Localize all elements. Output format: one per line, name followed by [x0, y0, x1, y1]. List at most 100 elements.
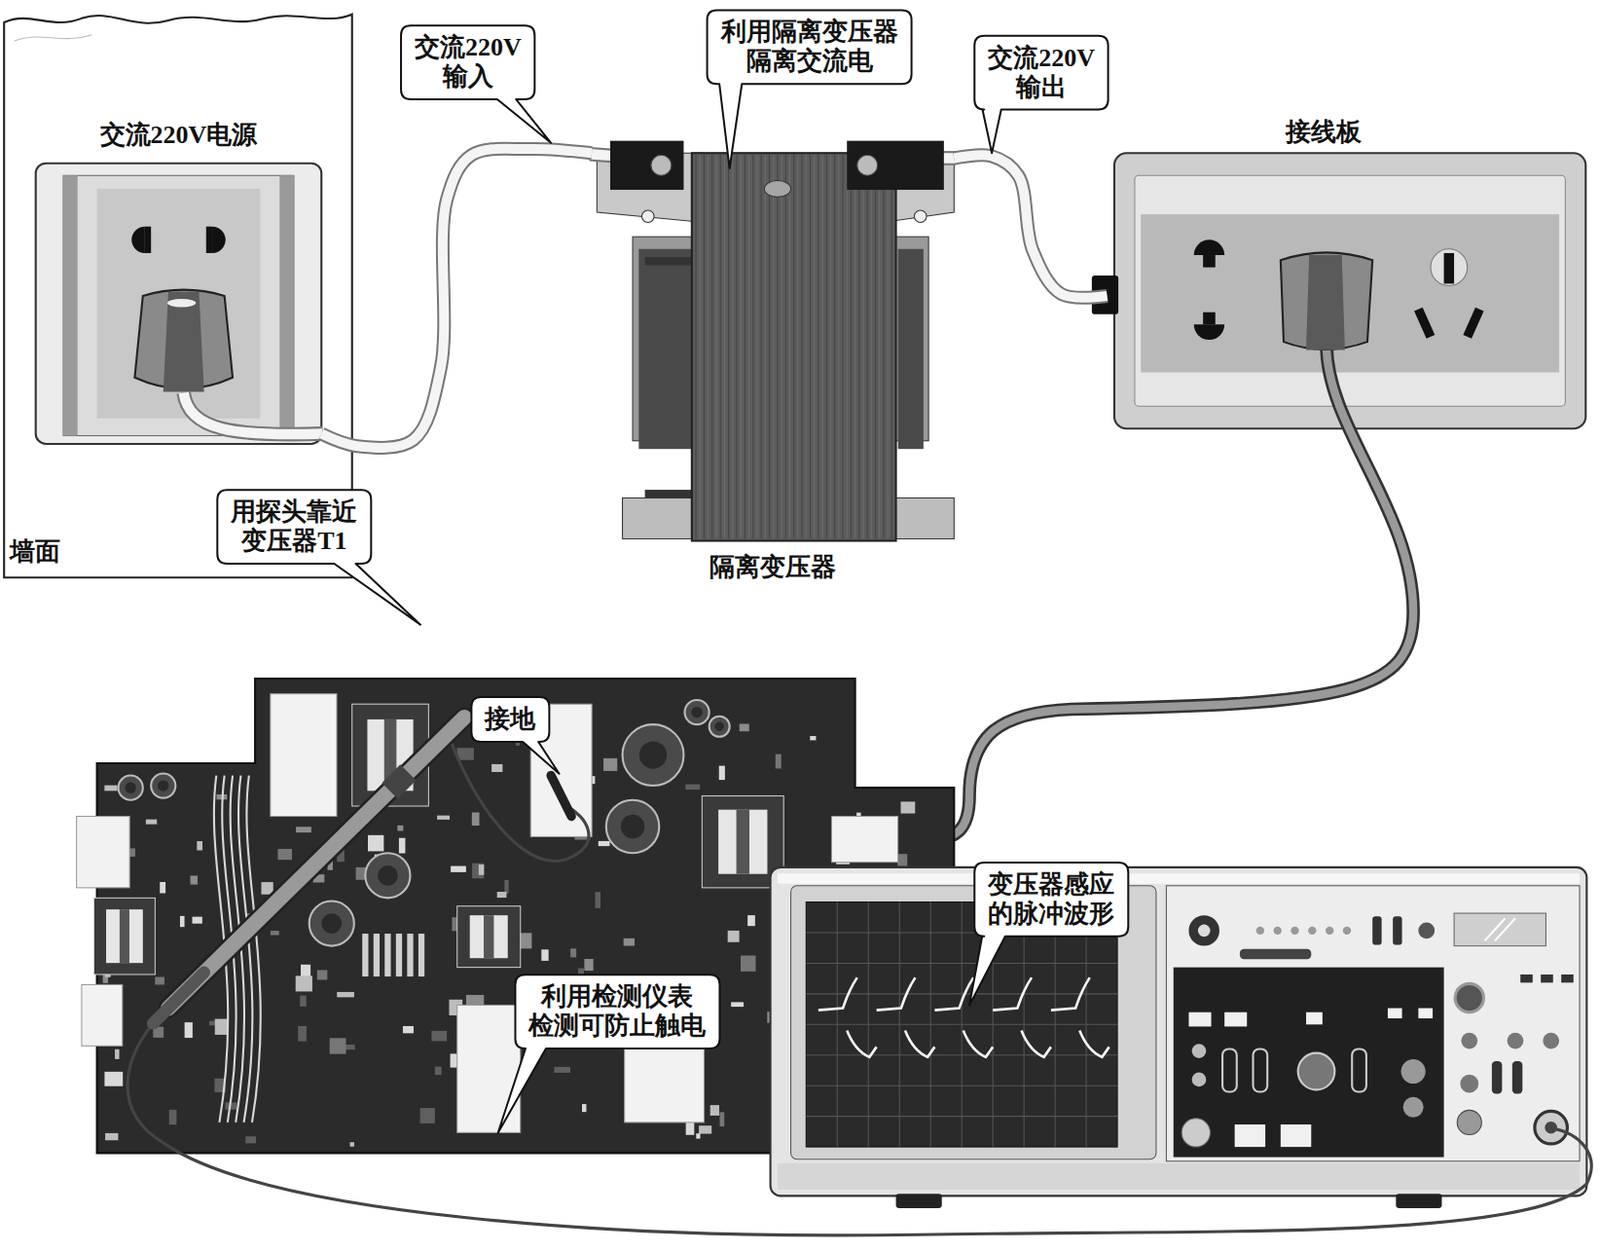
- callout-bubble: 用探头靠近 变压器T1: [217, 489, 371, 564]
- board-components-part: [270, 693, 337, 817]
- board-components-part: [295, 826, 312, 833]
- board-components-part: [215, 1018, 228, 1035]
- power-strip-art-part: [1430, 249, 1468, 287]
- lamination-lines-part: [867, 154, 869, 539]
- oscilloscope-part: [896, 1193, 943, 1208]
- oscilloscope-part: [777, 1163, 1580, 1190]
- board-components-part: [491, 763, 503, 772]
- board-components-part: [470, 914, 509, 958]
- lamination-lines-part: [724, 154, 726, 539]
- oscilloscope-part: [1280, 1124, 1311, 1147]
- transformer-art-part: [638, 249, 696, 449]
- power-strip-art-part: [1280, 252, 1373, 350]
- lamination-lines-part: [887, 154, 889, 539]
- board-components-part: [698, 1125, 712, 1133]
- board-components-part: [159, 881, 166, 893]
- screen-grid-part: [805, 1085, 1118, 1087]
- screen-grid-part: [963, 1030, 993, 1057]
- oscilloscope-part: [1235, 1124, 1266, 1147]
- callout-outline: [400, 25, 551, 144]
- callout-bubble: 变压器感应 的脉冲波形: [974, 862, 1128, 937]
- power-strip-art-part: [933, 344, 1414, 838]
- oscilloscope: [770, 867, 1588, 1208]
- device-label: 隔离变压器: [709, 552, 837, 582]
- board-components-part: [639, 740, 667, 768]
- lamination-lines-part: [720, 154, 722, 539]
- oscilloscope-part: [1418, 1008, 1433, 1019]
- screen-grid-part: [805, 1054, 1118, 1055]
- screen-grid-part: [805, 962, 1118, 964]
- oscilloscope-part: [1520, 974, 1533, 982]
- callout-bubble: 交流220V 输入: [400, 25, 535, 100]
- wall-socket-art-part: [206, 226, 213, 254]
- oscilloscope-part: [1306, 1012, 1323, 1025]
- board-components-part: [104, 785, 117, 792]
- oscilloscope-part: [1491, 1060, 1502, 1094]
- oscilloscope-part: [1540, 974, 1554, 982]
- oscilloscope-part: [1224, 1012, 1247, 1027]
- board-components-part: [118, 775, 144, 800]
- lamination-lines-part: [764, 154, 766, 539]
- callout-text: 交流220V 输入: [414, 33, 521, 92]
- lamination-lines-part: [703, 154, 705, 539]
- isolation-transformer: 隔离变压器: [591, 138, 954, 582]
- oscilloscope-part: [1325, 926, 1334, 935]
- lamination-lines-part: [768, 154, 770, 539]
- power-strip-art-part: [1194, 239, 1225, 255]
- oscilloscope-part: [1192, 1072, 1207, 1088]
- board-components-part: [606, 800, 660, 854]
- power-strip-art-part: [1134, 175, 1565, 406]
- transformer-art-part: [641, 210, 655, 223]
- probe-part: [390, 771, 409, 791]
- board-components-part: [157, 779, 169, 791]
- transformer-art-part: [913, 210, 927, 223]
- board-components-part: [718, 809, 767, 874]
- callout-outline: [498, 974, 721, 1133]
- callout-text: 用探头靠近 变压器T1: [230, 497, 358, 556]
- transformer-art-part: [645, 489, 694, 498]
- lamination-lines: [695, 154, 892, 539]
- board-components-part: [270, 930, 280, 935]
- lamination-lines-part: [793, 154, 795, 539]
- lamination-lines-part: [871, 154, 873, 539]
- oscilloscope-part: [1561, 974, 1574, 982]
- board-components-part: [367, 835, 384, 852]
- lamination-lines-part: [842, 154, 844, 539]
- oscilloscope-part: [1192, 1043, 1207, 1058]
- oscilloscope-part: [1256, 926, 1265, 935]
- callout-outline: [974, 36, 1108, 154]
- power-cable: [953, 154, 1107, 297]
- lamination-lines-part: [826, 154, 828, 539]
- board-components-part: [603, 758, 618, 771]
- board-components-part: [277, 848, 292, 860]
- callout-bubble: 利用隔离变压器 隔离交流电: [707, 9, 912, 84]
- board-components-part: [154, 976, 165, 984]
- lamination-lines-part: [731, 154, 733, 539]
- board-components-part: [362, 933, 368, 977]
- oscilloscope-part: [1401, 1058, 1426, 1084]
- power-strip-art-part: [933, 344, 1414, 838]
- lamination-lines-part: [772, 154, 774, 539]
- power-strip-art-part: [1140, 214, 1560, 372]
- transformer-art-part: [610, 141, 684, 190]
- oscilloscope-part: [777, 872, 1580, 883]
- transformer-art-part: [645, 256, 694, 265]
- probe-part: [127, 1022, 1592, 1236]
- power-strip-art-part: [1114, 152, 1586, 429]
- board-components-part: [436, 815, 450, 820]
- screen-grid-part: [934, 977, 974, 1011]
- screen-grid-part: [805, 1023, 1118, 1025]
- board-components-part: [105, 1132, 118, 1140]
- lamination-lines-part: [813, 154, 815, 539]
- cable-outline: [953, 154, 1107, 297]
- lamination-lines-part: [776, 154, 778, 539]
- board-components-part: [710, 1104, 720, 1116]
- board-components-part: [497, 891, 508, 898]
- lamination-lines-part: [716, 154, 718, 539]
- screen-grid-part: [846, 1030, 876, 1057]
- lamination-lines-part: [854, 154, 856, 539]
- lamination-lines-part: [834, 154, 836, 539]
- wall-panel: 墙面交流220V电源: [0, 0, 353, 577]
- oscilloscope-part: [1534, 1110, 1568, 1144]
